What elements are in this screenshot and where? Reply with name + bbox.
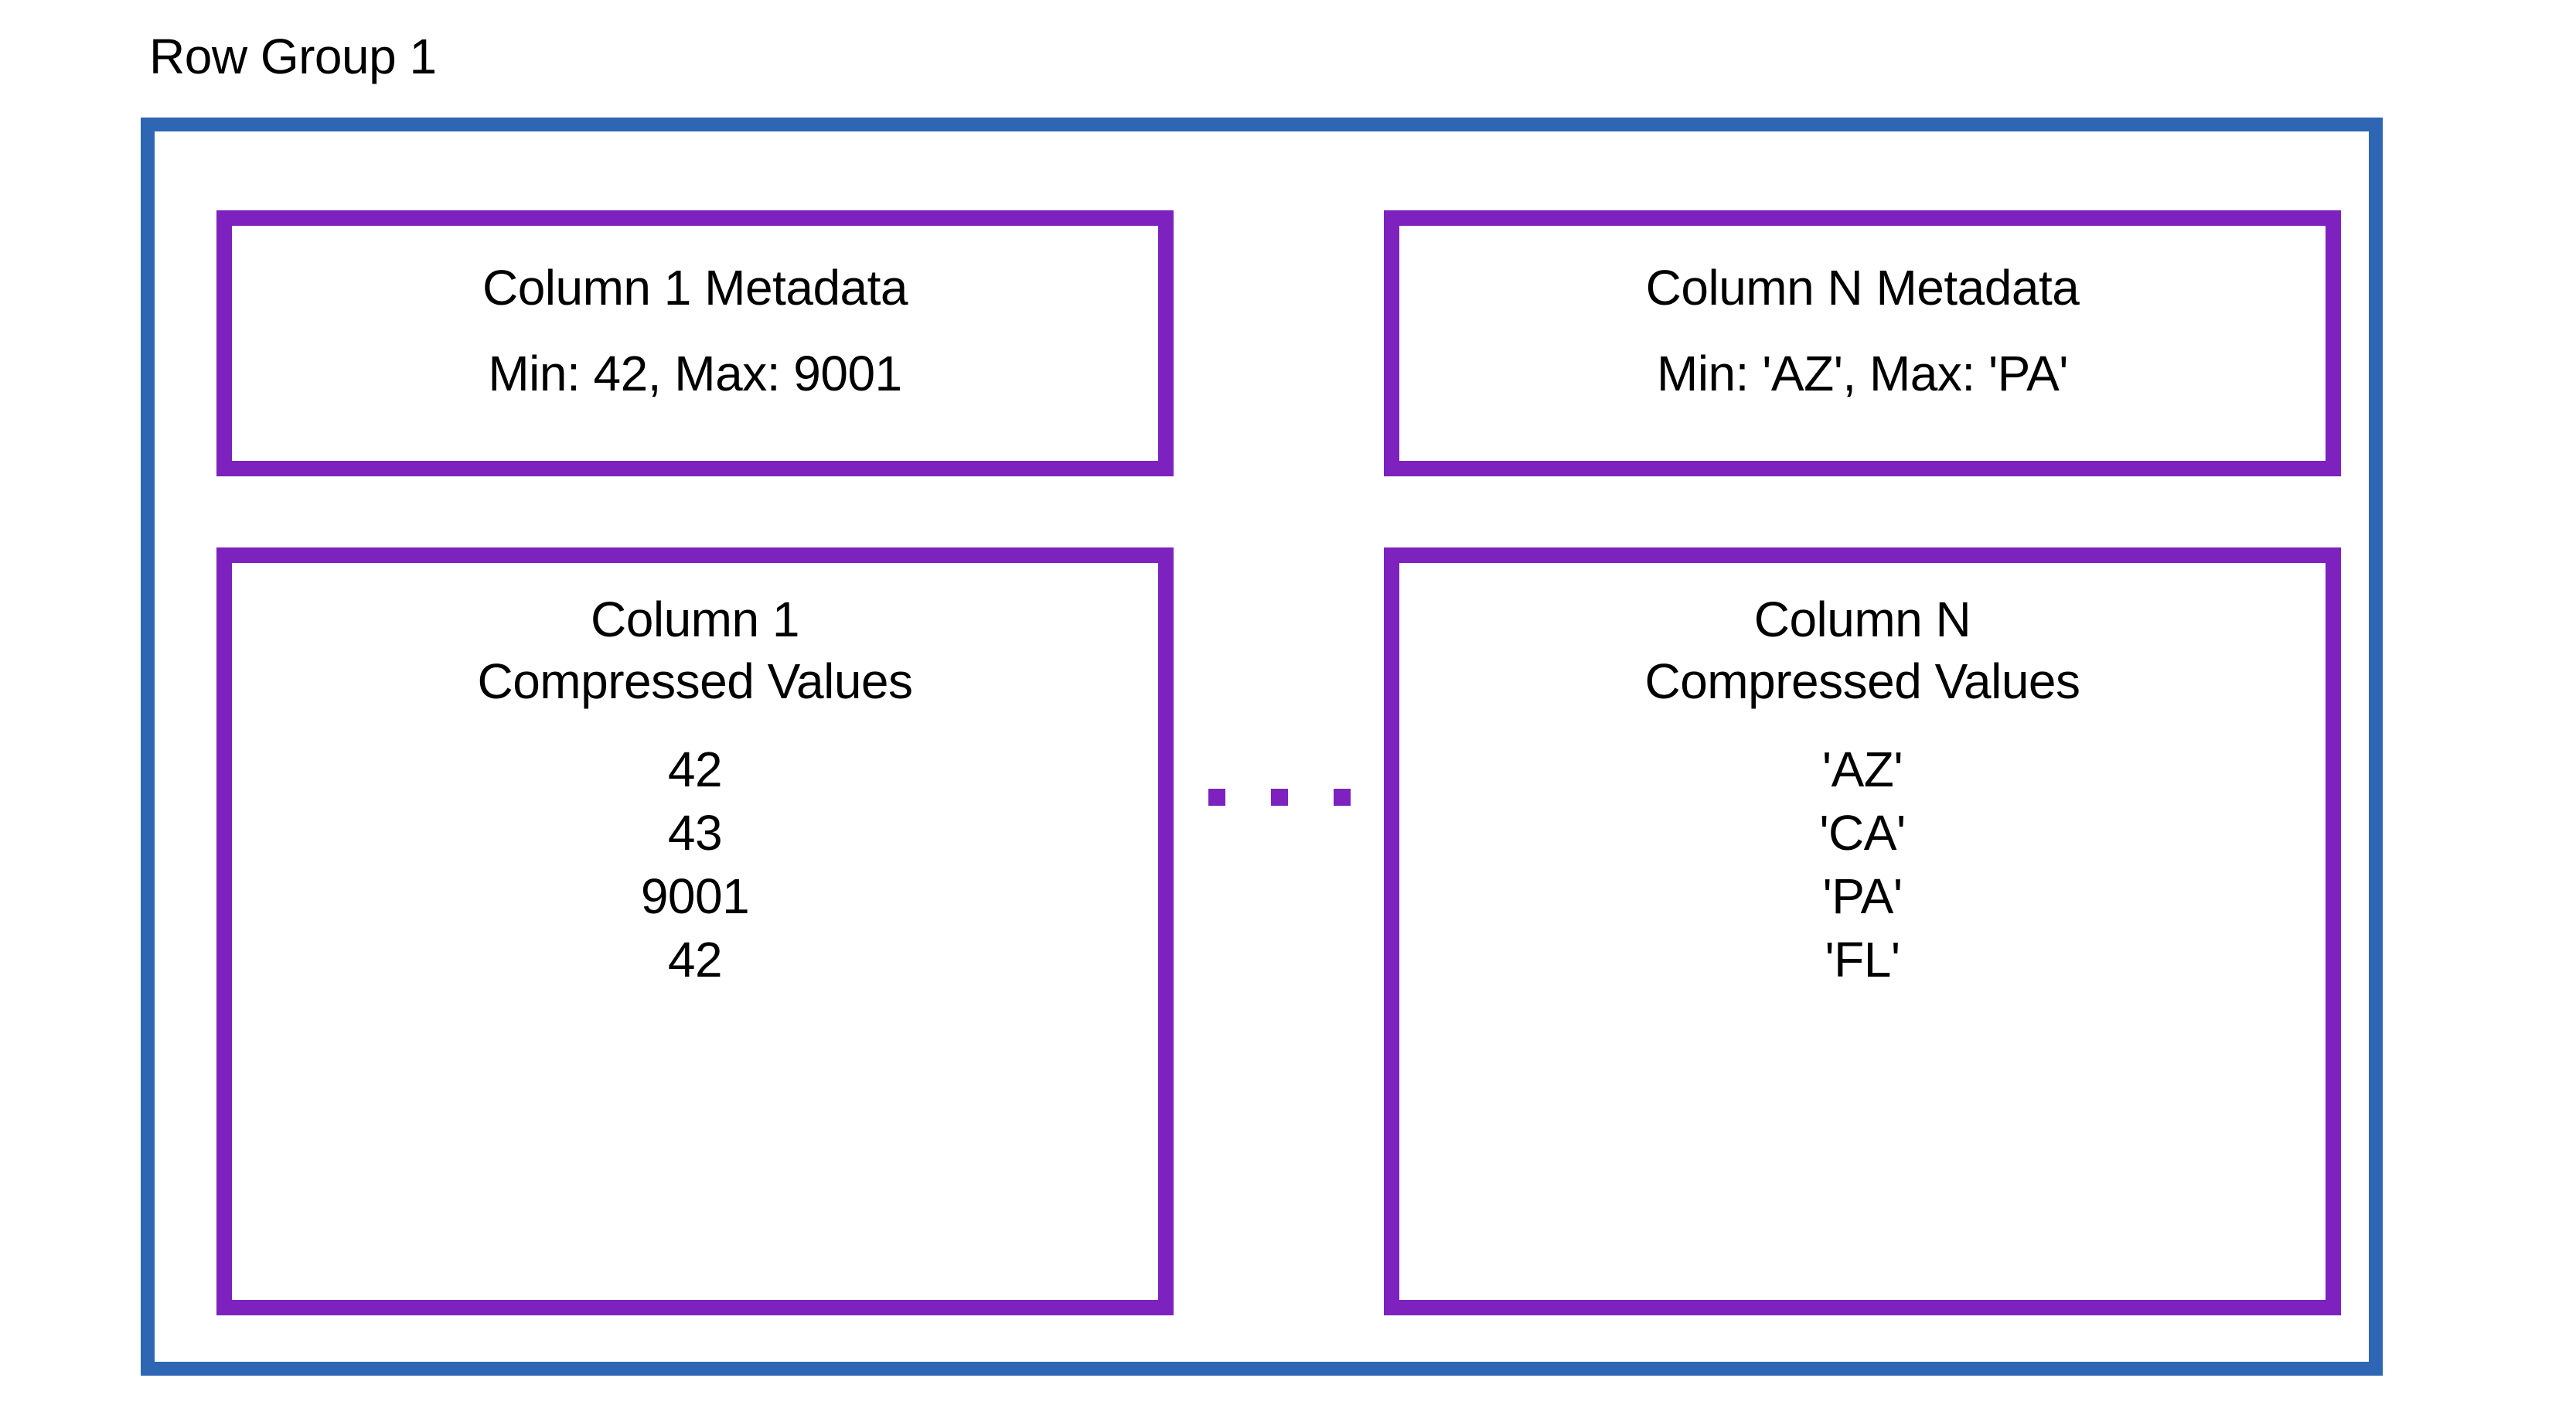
column-1-metadata-stats: Min: 42, Max: 9001 [488,346,902,401]
ellipsis-dot-1 [1208,789,1225,806]
column-1-values-card: Column 1 Compressed Values 42 43 9001 42 [216,547,1174,1315]
column-1-metadata-card: Column 1 Metadata Min: 42, Max: 9001 [216,210,1174,476]
column-1-values-heading-line-1: Column 1 [591,592,799,647]
ellipsis-dot-3 [1334,789,1351,806]
column-n-metadata-card: Column N Metadata Min: 'AZ', Max: 'PA' [1384,210,2341,476]
list-item: 'PA' [1822,868,1903,924]
column-1-values-heading: Column 1 Compressed Values [477,588,913,712]
row-group-title: Row Group 1 [149,29,437,84]
column-n-metadata-title: Column N Metadata [1645,260,2080,315]
column-n-values-list: 'AZ' 'CA' 'PA' 'FL' [1399,738,2326,991]
column-n-values-heading-line-1: Column N [1753,592,1971,647]
column-n-values-heading-line-2: Compressed Values [1644,653,2080,709]
column-n-metadata-stats: Min: 'AZ', Max: 'PA' [1657,346,2069,401]
column-1-values-heading-line-2: Compressed Values [477,653,913,709]
list-item: 43 [667,805,723,861]
column-1-metadata-title: Column 1 Metadata [482,260,908,315]
column-n-values-card: Column N Compressed Values 'AZ' 'CA' 'PA… [1384,547,2341,1315]
row-group-container: Column 1 Metadata Min: 42, Max: 9001 Col… [141,118,2383,1376]
list-item: 9001 [640,868,750,924]
list-item: 42 [667,932,723,987]
ellipsis-dot-2 [1271,789,1288,806]
list-item: 'CA' [1819,805,1906,861]
list-item: 'AZ' [1821,742,1903,797]
list-item: 'FL' [1825,932,1900,987]
list-item: 42 [667,742,723,797]
column-n-values-heading: Column N Compressed Values [1644,588,2080,712]
ellipsis-icon [1208,789,1351,806]
column-1-values-list: 42 43 9001 42 [232,738,1158,991]
